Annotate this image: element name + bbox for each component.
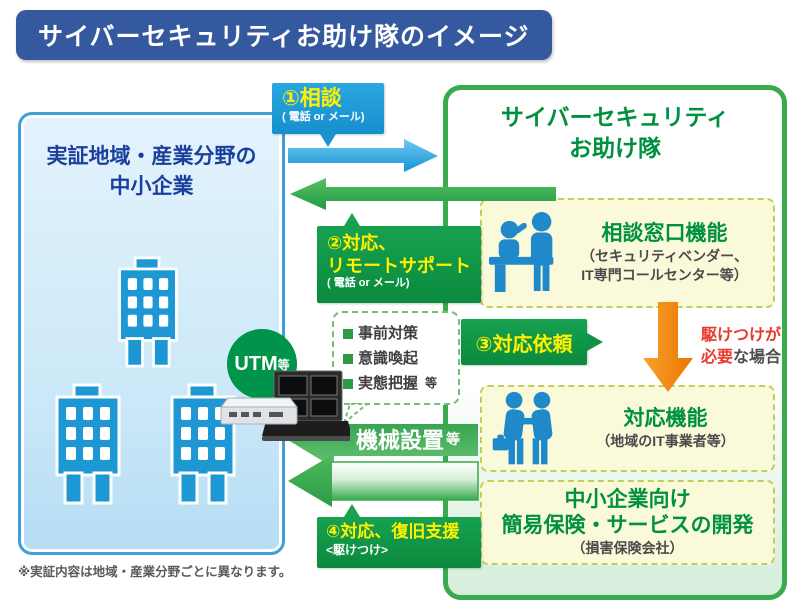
measure-item: 実態把握 等	[343, 372, 452, 397]
remote-support-line2: リモートサポート	[327, 255, 471, 276]
measure-text: 事前対策	[358, 325, 419, 342]
sme-title-line2: 中小企業	[109, 175, 194, 199]
measure-text: 意識喚起	[358, 349, 419, 367]
sme-panel-title: 実証地域・産業分野の 中小企業	[18, 142, 285, 203]
consult-label: ①相談 ( 電話 or メール)	[272, 83, 384, 134]
utm-suffix: 等	[277, 357, 290, 372]
request-label-text: ③対応依頼	[475, 333, 573, 356]
consult-box-sub1: （セキュリティベンダー、	[580, 248, 749, 265]
request-label: ③対応依頼	[461, 319, 587, 365]
remote-support-sub: ( 電話 or メール)	[327, 277, 410, 289]
helpdesk-icon	[488, 212, 554, 292]
recovery-arrow	[288, 455, 479, 507]
response-function-box: 対応機能 （地域のIT事業者等）	[480, 385, 775, 472]
insurance-box: 中小企業向け 簡易保険・サービスの開発 （損害保険会社）	[480, 480, 775, 565]
insurance-title-line1: 中小企業向け	[564, 487, 691, 511]
request-arrow	[643, 302, 693, 392]
utm-device-icon	[219, 397, 299, 425]
response-box-sub: （地域のIT事業者等）	[596, 433, 735, 450]
recovery-label-text: ④対応、復旧支援	[326, 522, 460, 541]
remote-support-line1: ②対応、	[327, 233, 397, 253]
bullet-square-icon	[343, 378, 353, 389]
machine-label-suffix: 等	[446, 431, 460, 447]
machine-install-label: 機械設置 等	[338, 422, 478, 456]
remote-support-pointer	[344, 213, 360, 226]
insurance-box-sub: （損害保険会社）	[571, 540, 684, 557]
consult-label-text: ①相談	[282, 87, 342, 110]
response-box-title: 対応機能	[623, 406, 708, 430]
bullet-square-icon	[343, 354, 353, 365]
measure-suffix: 等	[425, 375, 438, 390]
building-icon	[118, 256, 178, 368]
utm-label: UTM	[234, 352, 278, 375]
consult-label-sub: ( 電話 or メール)	[282, 111, 365, 124]
request-label-pointer	[587, 333, 603, 351]
consult-function-box: 相談窓口機能 （セキュリティベンダー、 IT専門コールセンター等）	[480, 198, 775, 308]
recovery-label: ④対応、復旧支援 <駆けつけ>	[317, 517, 481, 568]
dispatch-note-rest: な場合	[733, 348, 782, 366]
consult-box-sub2: IT専門コールセンター等）	[581, 267, 748, 284]
measure-item: 意識喚起	[343, 347, 452, 372]
measures-bubble: 事前対策 意識喚起 実態把握 等	[332, 311, 460, 405]
recovery-label-pointer	[344, 504, 360, 517]
bubble-tail	[342, 403, 370, 425]
support-title-line2: お助け隊	[569, 135, 661, 162]
sme-title-line1: 実証地域・産業分野の	[46, 145, 257, 168]
page-title: サイバーセキュリティお助け隊のイメージ	[16, 10, 552, 60]
measure-item: 事前対策	[343, 322, 452, 347]
remote-support-arrow	[290, 178, 556, 210]
dispatch-note-red: 必要	[700, 348, 733, 366]
machine-label-text: 機械設置	[355, 428, 444, 453]
recovery-label-sub: <駆けつけ>	[326, 543, 389, 558]
bullet-square-icon	[343, 329, 353, 340]
dispatch-note: 駆けつけが 必要な場合	[695, 325, 787, 368]
handshake-icon	[492, 391, 553, 464]
insurance-title-line2: 簡易保険・サービスの開発	[501, 514, 754, 538]
consult-arrow	[288, 139, 438, 172]
dispatch-note-line1: 駆けつけが	[700, 327, 781, 344]
measure-text: 実態把握	[358, 374, 419, 392]
support-title-line1: サイバーセキュリティ	[500, 104, 730, 130]
building-icon	[55, 383, 121, 505]
footnote: ※実証内容は地域・産業分野ごとに異なります。	[18, 565, 292, 579]
support-panel-title: サイバーセキュリティ お助け隊	[443, 102, 787, 164]
consult-label-pointer	[320, 134, 336, 147]
remote-support-label: ②対応、 リモートサポート ( 電話 or メール)	[317, 226, 481, 303]
consult-box-title: 相談窓口機能	[601, 221, 728, 245]
